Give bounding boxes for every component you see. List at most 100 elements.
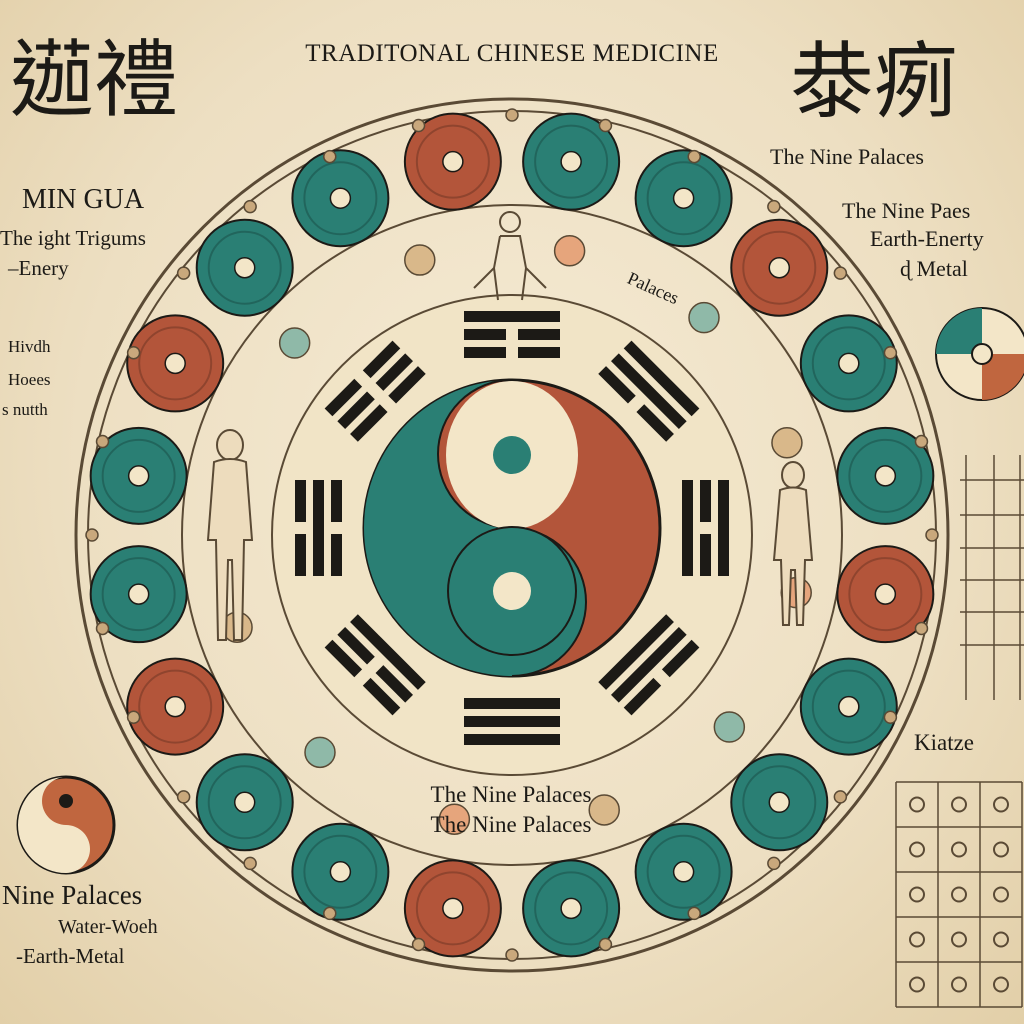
medallion <box>89 426 188 525</box>
trigram <box>464 311 560 358</box>
yin-yang-symbol <box>362 378 662 678</box>
figure-right <box>772 461 814 626</box>
grid-cell-mark <box>951 841 967 858</box>
grid-cell-mark <box>993 886 1009 903</box>
trigram-ring <box>295 311 729 745</box>
left-note-1: Hivdh <box>8 337 51 356</box>
medallion <box>126 657 225 756</box>
medallion <box>730 753 829 852</box>
middle-ring <box>181 204 843 866</box>
ring-dot <box>95 434 110 449</box>
ring-dot <box>883 710 898 724</box>
ring-dot <box>833 790 848 804</box>
trigram <box>464 698 560 745</box>
trigram <box>295 480 342 576</box>
pie-symbol <box>935 307 1024 401</box>
medallion <box>799 314 898 413</box>
ring-dot <box>883 346 898 360</box>
grid-cell-mark <box>909 796 925 813</box>
grid-cell-mark <box>951 931 967 948</box>
medallion <box>291 822 390 921</box>
ring-dot <box>767 856 781 871</box>
header-glyphs-left: 𨔽禮 <box>10 31 179 129</box>
ring-dot <box>323 906 337 921</box>
medallion <box>403 859 502 958</box>
inner-dot <box>588 794 620 826</box>
ring-dot <box>85 528 99 542</box>
inner-dot <box>304 736 336 769</box>
inner-dot <box>553 235 586 267</box>
small-yin-yang <box>16 775 116 875</box>
ring-dot <box>598 937 613 952</box>
medallion <box>195 753 294 852</box>
grid-cell-mark <box>909 976 925 993</box>
ring-dot <box>687 906 701 921</box>
grid-cell-mark <box>951 796 967 813</box>
grid-cell-mark <box>951 976 967 993</box>
inner-dot <box>278 327 311 359</box>
bottom-left-line2: -Earth-Metal <box>16 944 125 968</box>
medallion <box>634 822 733 921</box>
figure-top <box>473 211 547 301</box>
ring-dot <box>411 118 426 133</box>
figure-left <box>206 429 254 641</box>
page-title: TRADITONAL CHINESE MEDICINE <box>305 40 719 67</box>
medallion <box>126 314 225 413</box>
medallion <box>403 112 502 211</box>
medallion <box>730 218 829 317</box>
center-caption-1: The Nine Palaces <box>430 782 592 807</box>
trigram <box>324 340 426 442</box>
medallion-ring <box>89 112 935 958</box>
nine-grid <box>895 781 1023 1008</box>
bottom-left-line1: Water-Woeh <box>58 916 158 938</box>
right-line2: Earth-Enerty <box>870 226 984 251</box>
grid-cell-mark <box>951 886 967 903</box>
bottom-left-heading: Nine Palaces <box>2 880 143 910</box>
header-glyphs-right: 㳟㾐 <box>790 33 959 131</box>
right-ladder <box>960 455 1024 700</box>
grid-cell-mark <box>993 976 1009 993</box>
medallion <box>522 112 621 211</box>
ring-dot <box>598 118 613 133</box>
ring-dot <box>505 108 519 122</box>
inner-dot <box>771 427 803 459</box>
medallion <box>522 859 621 958</box>
medallion <box>836 545 935 644</box>
ring-dot <box>925 528 939 542</box>
medallion <box>89 545 188 644</box>
grid-cell-mark <box>993 931 1009 948</box>
medallion <box>291 149 390 248</box>
medallion <box>195 218 294 317</box>
ring-dot <box>243 199 257 214</box>
trigram <box>598 614 700 716</box>
right-line3: ɖ Metal <box>900 256 968 281</box>
ring-dot <box>176 790 191 804</box>
ring-dot <box>126 710 141 724</box>
ring-dot <box>243 856 257 871</box>
left-note-2: Hoees <box>8 370 51 389</box>
ring-dot <box>126 346 141 360</box>
ring-dot <box>914 621 929 636</box>
grid-cell-mark <box>993 841 1009 858</box>
grid-cell-mark <box>909 931 925 948</box>
ring-dot <box>411 937 426 952</box>
center-caption-2: The Nine Palaces <box>430 812 592 837</box>
ring-dot <box>833 266 848 280</box>
inner-dot <box>404 244 436 276</box>
medallion <box>799 657 898 756</box>
ring-dot <box>687 149 701 164</box>
inner-dot <box>438 803 471 835</box>
ring-dot <box>505 948 519 962</box>
grid-cell-mark <box>993 796 1009 813</box>
ring-dot <box>176 266 191 280</box>
grid-cell-mark <box>909 886 925 903</box>
ring-dot <box>767 199 781 214</box>
inner-dot <box>713 711 746 743</box>
ring-dot <box>323 149 337 164</box>
right-line1: The Nine Paes <box>842 198 971 223</box>
left-line1: The ight Trigums <box>0 226 146 250</box>
ring-dot <box>95 621 110 636</box>
kiatze-label: Kiatze <box>914 730 975 755</box>
trigram <box>598 340 700 442</box>
